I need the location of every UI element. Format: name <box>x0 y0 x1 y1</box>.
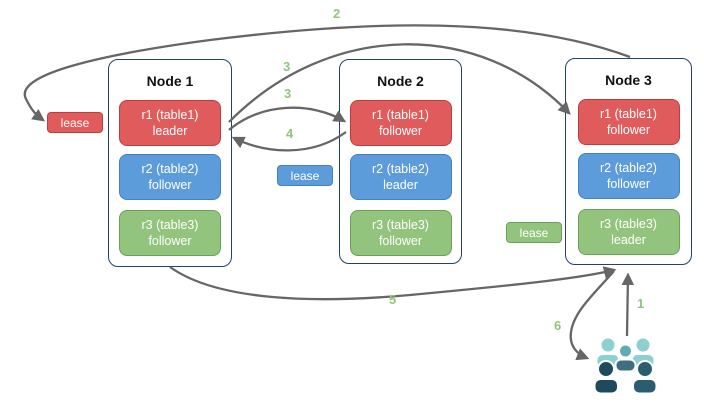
replica-name: r3 (table3) <box>372 218 429 232</box>
node-2-replica-r3: r3 (table3) follower <box>349 210 452 256</box>
node-1-replica-r1: r1 (table1) leader <box>119 100 221 146</box>
node-3: Node 3 r1 (table1) follower r2 (table2) … <box>565 58 692 265</box>
replica-role: follower <box>148 234 192 248</box>
replica-role: leader <box>383 178 418 192</box>
step-label-1: 1 <box>637 296 645 311</box>
replica-role: follower <box>378 124 423 138</box>
replica-role: follower <box>606 123 651 137</box>
node-2-title: Node 2 <box>377 73 424 89</box>
step-label-2: 2 <box>333 6 341 21</box>
step-label-5: 5 <box>389 292 397 307</box>
step-label-3b: 3 <box>284 86 292 101</box>
replica-name: r2 (table2) <box>141 162 199 176</box>
replica-name: r2 (table2) <box>372 162 429 176</box>
lease-tag-green: lease <box>506 222 562 243</box>
replica-name: r3 (table3) <box>600 217 657 231</box>
arrow-step-1 <box>621 272 635 337</box>
users-icon <box>594 336 658 394</box>
replica-name: r1 (table1) <box>141 108 199 122</box>
node-3-replica-r3: r3 (table3) leader <box>577 209 680 255</box>
step-label-6: 6 <box>554 318 562 333</box>
replica-role: follower <box>148 178 192 192</box>
replica-name: r3 (table3) <box>141 218 199 232</box>
node-1-title: Node 1 <box>146 73 194 89</box>
replica-role: leader <box>611 233 646 247</box>
node-1: Node 1 r1 (table1) leader r2 (table2) fo… <box>108 59 232 267</box>
step-label-3a: 3 <box>283 59 291 74</box>
lease-tag-blue: lease <box>277 165 333 186</box>
node-3-title: Node 3 <box>605 72 652 88</box>
replica-role: leader <box>152 124 188 138</box>
node-2: Node 2 r1 (table1) follower r2 (table2) … <box>339 59 462 264</box>
node-2-replica-r2: r2 (table2) leader <box>349 154 452 200</box>
step-label-4: 4 <box>286 126 294 141</box>
node-3-replica-r2: r2 (table2) follower <box>577 153 680 199</box>
node-1-replica-r2: r2 (table2) follower <box>119 154 221 200</box>
replica-name: r1 (table1) <box>372 108 429 122</box>
replica-role: follower <box>378 234 423 248</box>
replica-name: r1 (table1) <box>600 107 657 121</box>
replica-name: r2 (table2) <box>600 161 657 175</box>
node-3-replica-r1: r1 (table1) follower <box>577 99 680 145</box>
replica-role: follower <box>606 177 651 191</box>
lease-tag-red: lease <box>47 112 103 133</box>
node-1-replica-r3: r3 (table3) follower <box>119 210 221 256</box>
node-2-replica-r1: r1 (table1) follower <box>349 100 452 146</box>
